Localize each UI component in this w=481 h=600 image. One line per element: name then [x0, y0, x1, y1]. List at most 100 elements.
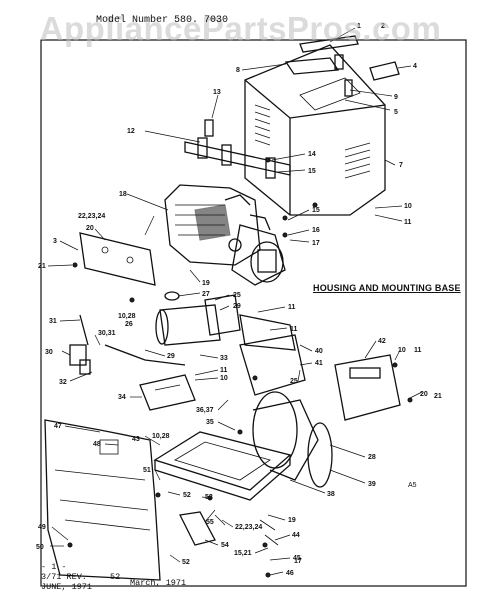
callout-36-37: 36,37 — [196, 407, 214, 414]
callout-45: 45 — [293, 555, 301, 562]
side-bracket — [79, 232, 156, 286]
footer-page: - 1 - — [41, 562, 67, 572]
housing-cover — [244, 44, 386, 216]
callout-51: 51 — [143, 467, 151, 474]
callout-29b: 29 — [167, 353, 175, 360]
air-cleaner — [252, 391, 333, 488]
callout-13: 13 — [213, 89, 221, 96]
callout-11c: 11 — [290, 326, 298, 333]
muffler-assembly — [155, 291, 296, 351]
control-box — [239, 334, 306, 396]
callout-11: 11 — [404, 219, 412, 226]
callout-15-21: 15,21 — [234, 550, 252, 557]
leader-lines — [47, 27, 423, 576]
callout-40: 40 — [315, 348, 323, 355]
callout-15b: 15 — [312, 207, 320, 214]
callout-26: 26 — [125, 321, 133, 328]
foot-bracket — [179, 511, 279, 546]
callout-30-31: 30,31 — [98, 330, 116, 337]
callout-21: 21 — [38, 263, 46, 270]
callout-21b: 21 — [434, 393, 442, 400]
callout-47: 47 — [54, 423, 62, 430]
callout-7: 7 — [399, 162, 403, 169]
handle-assembly — [284, 35, 400, 97]
callout-3: 3 — [53, 238, 57, 245]
callout-25b: 25 — [290, 378, 298, 385]
callout-11d: 11 — [220, 367, 228, 374]
callout-39: 39 — [368, 481, 376, 488]
generator — [231, 214, 286, 286]
callout-12: 12 — [127, 128, 135, 135]
callout-49: 49 — [38, 524, 46, 531]
callout-1: 1 — [357, 23, 361, 30]
callout-30: 30 — [45, 349, 53, 356]
callout-17: 17 — [312, 240, 320, 247]
callout-11b: 11 — [288, 304, 296, 311]
callout-41: 41 — [315, 360, 323, 367]
callout-55: 55 — [206, 519, 214, 526]
footer-issued: March, 1971 — [130, 578, 187, 588]
control-panel — [334, 354, 401, 421]
mounting-bracket — [184, 119, 291, 179]
callout-29: 29 — [233, 303, 241, 310]
section-title: HOUSING AND MOUNTING BASE — [313, 283, 461, 293]
callout-53: 53 — [205, 494, 213, 501]
callout-16: 16 — [312, 227, 320, 234]
footer-revision-num: 52 — [110, 572, 121, 582]
model-number-label: Model Number 580. — [96, 15, 199, 26]
callout-11e: 11 — [414, 347, 422, 354]
callout-10c: 10 — [398, 347, 406, 354]
callout-10-28: 10,28 — [118, 313, 136, 320]
footer-revision: 3/71 REV. 52 — [41, 572, 120, 582]
callout-4: 4 — [413, 63, 417, 70]
callout-54: 54 — [221, 542, 229, 549]
callout-10-28b: 10,28 — [152, 433, 170, 440]
model-number-value: 7030 — [204, 15, 229, 26]
callout-22-23-24: 22,23,24 — [78, 213, 105, 220]
callout-numbers: 1 2 8 4 9 5 7 12 13 14 15 18 15 16 17 10… — [36, 23, 442, 577]
fasteners — [67, 157, 413, 578]
callout-14: 14 — [308, 151, 316, 158]
callout-48: 48 — [93, 441, 101, 448]
callout-8: 8 — [236, 67, 240, 74]
callout-28: 28 — [368, 454, 376, 461]
callout-20: 20 — [86, 225, 94, 232]
callout-22: 22,23,24 — [235, 524, 262, 531]
callout-34: 34 — [118, 394, 126, 401]
callout-10b: 10 — [220, 375, 228, 382]
callout-20b: 20 — [420, 391, 428, 398]
callout-2: 2 — [381, 23, 385, 30]
callout-44: 44 — [292, 532, 300, 539]
callout-9: 9 — [394, 94, 398, 101]
footer-revision-date: JUNE, 1971 — [41, 582, 93, 592]
engine — [164, 184, 261, 266]
callout-43: 43 — [132, 436, 140, 443]
callout-18: 18 — [119, 191, 127, 198]
callout-46: 46 — [286, 570, 294, 577]
callout-17b: 17 — [294, 558, 302, 565]
callout-25: 25 — [233, 292, 241, 299]
callout-27: 27 — [202, 291, 210, 298]
callout-19b: 19 — [288, 517, 296, 524]
mounting-base — [153, 431, 292, 501]
callout-32: 32 — [59, 379, 67, 386]
drawing-code: A5 — [408, 482, 417, 489]
callout-52b: 52 — [182, 559, 190, 566]
callout-35: 35 — [206, 419, 214, 426]
callout-10: 10 — [404, 203, 412, 210]
diagram-border — [40, 39, 467, 587]
callout-19: 19 — [202, 280, 210, 287]
callout-5: 5 — [394, 109, 398, 116]
callout-50: 50 — [36, 544, 44, 551]
callout-31: 31 — [49, 318, 57, 325]
side-panel — [44, 419, 161, 581]
footer-revision-label: 3/71 REV. — [41, 572, 87, 582]
mounting-plate — [139, 374, 196, 411]
callout-33: 33 — [220, 355, 228, 362]
callout-42: 42 — [378, 338, 386, 345]
model-number: Model Number 580. 7030 — [96, 15, 228, 26]
callout-15: 15 — [308, 168, 316, 175]
callout-38: 38 — [327, 491, 335, 498]
callout-52: 52 — [183, 492, 191, 499]
